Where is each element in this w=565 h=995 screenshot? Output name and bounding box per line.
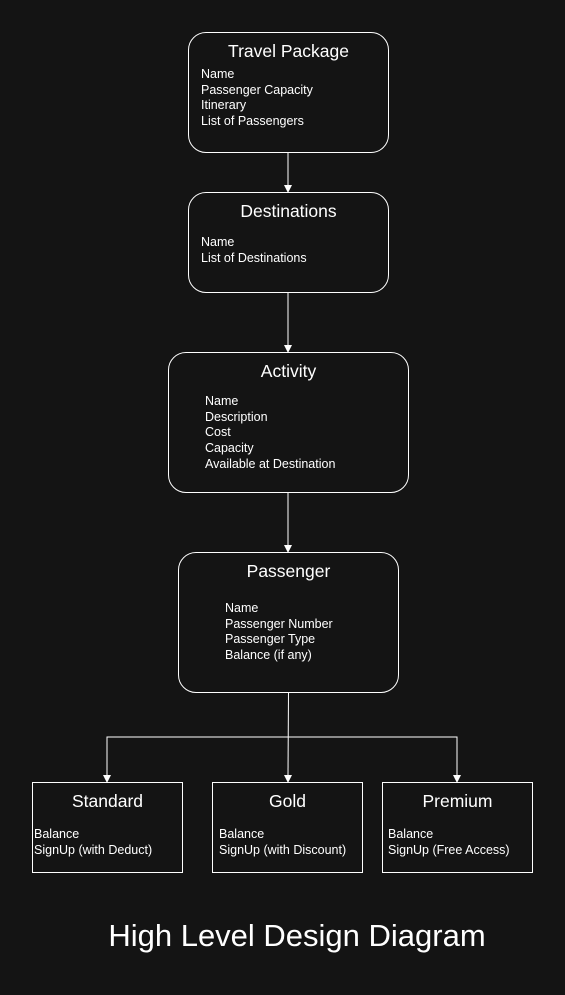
node-activity: Activity Name Description Cost Capacity … (168, 352, 409, 493)
node-title: Travel Package (228, 41, 349, 61)
field: Passenger Number (225, 616, 333, 631)
field: Balance (34, 827, 80, 841)
node-title: Standard (71, 791, 144, 811)
field: List of Destinations (201, 250, 307, 265)
diagram-title: High Level Design Diagram (108, 918, 486, 953)
node-gold: Gold Balance SignUp (with Discount) (212, 782, 363, 873)
field: List of Passengers (201, 114, 304, 129)
field: Name (201, 235, 235, 249)
field: Capacity (205, 441, 254, 456)
field: Balance (388, 827, 434, 841)
field-list: Name Passenger Number Passenger Type Bal… (225, 601, 333, 664)
node-travel-package: Travel Package Name Passenger Capacity I… (188, 32, 389, 153)
field: Description (205, 409, 268, 424)
edge-passenger-premium (288, 736, 458, 776)
arrowhead-activity (284, 345, 292, 353)
field: Passenger Type (225, 632, 316, 647)
field: Itinerary (201, 98, 247, 113)
edge-passenger-standard (106, 736, 288, 776)
field: SignUp (with Deduct) (34, 842, 153, 857)
node-title: Passenger (246, 561, 331, 581)
node-passenger: Passenger Name Passenger Number Passenge… (178, 552, 399, 693)
edge-passenger-gold (287, 691, 289, 777)
node-title: Premium (422, 791, 493, 811)
node-title: Gold (269, 791, 306, 811)
field-list: Name List of Destinations (201, 235, 307, 266)
field-list: Balance SignUp (with Deduct) (34, 827, 152, 858)
node-standard: Standard Balance SignUp (with Deduct) (32, 782, 183, 873)
node-title: Destinations (240, 201, 337, 221)
field-list: Balance SignUp (with Discount) (219, 827, 346, 858)
field: SignUp (Free Access) (388, 842, 510, 857)
arrowhead-gold (284, 775, 292, 783)
arrowhead-destinations (284, 185, 292, 193)
field: Cost (205, 425, 231, 440)
node-destinations: Destinations Name List of Destinations (188, 192, 389, 293)
node-title: Activity (260, 361, 317, 381)
arrowhead-standard (103, 775, 111, 783)
field: Name (201, 67, 235, 81)
arrowhead-premium (453, 775, 461, 783)
field-list: Name Passenger Capacity Itinerary List o… (201, 67, 313, 130)
field: Balance (219, 827, 265, 841)
field: Name (205, 394, 239, 408)
field-list: Balance SignUp (Free Access) (388, 827, 510, 858)
field: Name (225, 601, 259, 615)
field: Passenger Capacity (201, 82, 313, 97)
field: SignUp (with Discount) (219, 842, 347, 857)
field: Available at Destination (205, 456, 336, 471)
field: Balance (if any) (225, 648, 312, 663)
node-premium: Premium Balance SignUp (Free Access) (382, 782, 533, 873)
arrowhead-passenger (284, 545, 292, 553)
field-list: Name Description Cost Capacity Available… (205, 394, 335, 473)
